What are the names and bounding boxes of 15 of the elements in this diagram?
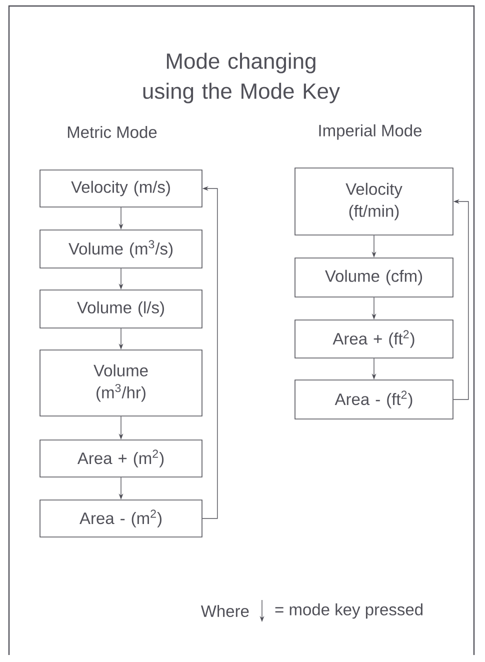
mode-box: Volume (cfm) [294, 258, 454, 298]
mode-box: Velocity (m/s) [40, 170, 202, 208]
mode-box: Volume (m$^{3}$/hr) [40, 350, 202, 416]
mode-box: Area + (m$^{2}$) [40, 440, 202, 478]
mode-box: Area + (ft$^{2}$) [294, 320, 454, 358]
mode-box: Volume (m$^{3}$/s) [40, 230, 202, 268]
label: Imperial Mode [319, 124, 422, 140]
title: Mode changing using the Mode Key [143, 52, 340, 104]
mode-box: Velocity (ft/min) [294, 168, 454, 236]
mode-box: Volume (l/s) [40, 290, 202, 328]
label: = mode key pressed [275, 603, 422, 619]
label: Metric Mode [68, 126, 157, 138]
mode-box: Area - (m$^{2}$) [40, 500, 202, 538]
mode-box: Area - (ft$^{2}$) [294, 380, 454, 420]
label: Where [200, 604, 249, 618]
